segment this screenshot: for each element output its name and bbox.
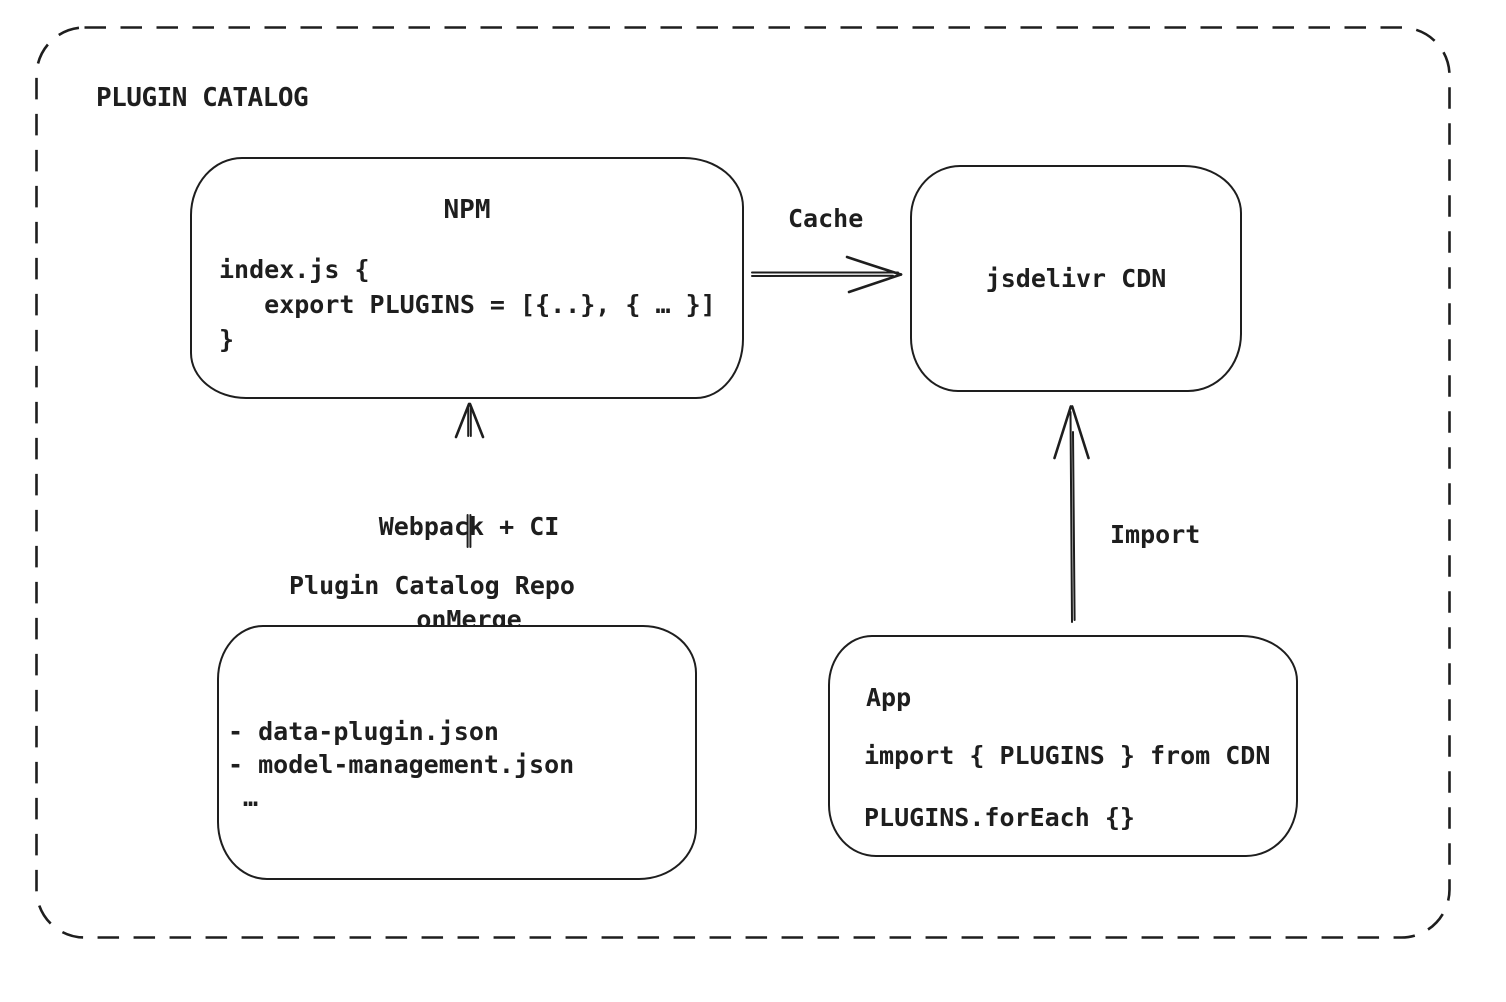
repo-node-heading: Plugin Catalog Repo <box>289 571 575 600</box>
cdn-node: jsdelivr CDN <box>910 165 1242 392</box>
cache-arrow <box>751 255 903 294</box>
diagram-title: PLUGIN CATALOG <box>96 83 309 113</box>
import-arrow <box>1053 405 1090 623</box>
repo-file-item: … <box>228 783 259 812</box>
cdn-node-title: jsdelivr CDN <box>985 264 1167 293</box>
repo-node: - data-plugin.json - model-management.js… <box>217 625 697 880</box>
app-node: App import { PLUGINS } from CDN PLUGINS.… <box>828 635 1298 857</box>
app-code-line: PLUGINS.forEach {} <box>864 803 1135 832</box>
npm-code-line: index.js { <box>219 255 370 284</box>
npm-code-block: index.js { export PLUGINS = [{..}, { … }… <box>219 252 716 357</box>
repo-file-item: - data-plugin.json <box>228 717 499 746</box>
app-node-title: App <box>866 683 912 712</box>
repo-file-item: - model-management.json <box>228 750 575 779</box>
npm-node: NPM index.js { export PLUGINS = [{..}, {… <box>190 157 744 399</box>
app-code-line: import { PLUGINS } from CDN <box>864 741 1271 770</box>
npm-code-line: } <box>219 325 235 354</box>
build-edge-label-line1: Webpack + CI <box>378 512 560 541</box>
repo-file-list: - data-plugin.json - model-management.js… <box>228 715 574 814</box>
npm-node-title: NPM <box>443 195 491 225</box>
import-edge-label: Import <box>1110 520 1201 549</box>
npm-code-line: export PLUGINS = [{..}, { … }] <box>219 290 716 319</box>
cache-edge-label: Cache <box>788 204 864 233</box>
